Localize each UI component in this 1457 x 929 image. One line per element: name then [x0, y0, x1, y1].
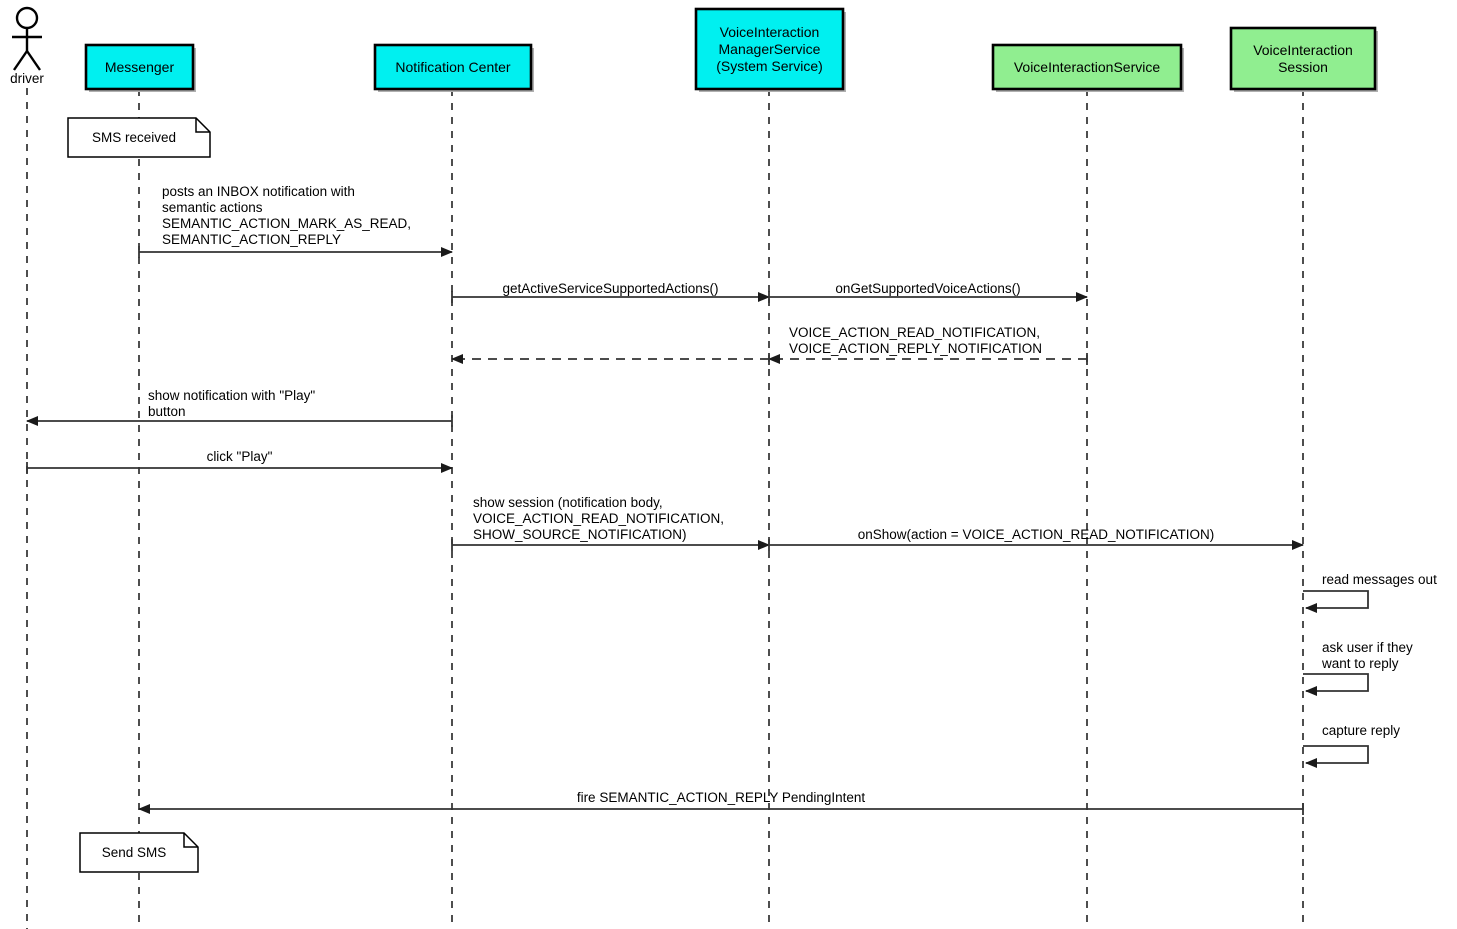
self-read-messages-out-label: read messages out: [1322, 572, 1437, 587]
note-send-sms-label: Send SMS: [101, 845, 167, 860]
self-capture-reply-label: capture reply: [1322, 723, 1401, 738]
participant-label-voice-interaction-service: VoiceInteractionService: [1013, 58, 1161, 75]
msg-show-session-label: show session (notification body, VOICE_A…: [473, 495, 725, 542]
note-sms-received: [67, 117, 211, 158]
participant-label-voice-interaction-manager-service: VoiceInteraction ManagerService (System …: [716, 23, 823, 74]
msg-show-notification-with-play-button-label: show notification with "Play" button: [148, 388, 316, 419]
self-ask-user-if-they-want-to-reply[interactable]: [1303, 673, 1369, 696]
participant-label-voice-interaction-session: VoiceInteraction Session: [1253, 41, 1353, 75]
actor-label-driver: driver: [10, 71, 44, 86]
self-message-arrows-group: [1303, 590, 1369, 768]
self-ask-user-if-they-want-to-reply-label: ask user if they want to reply: [1322, 640, 1413, 671]
actor-figure-part: [26, 50, 41, 71]
note-sms-received-label: SMS received: [91, 130, 177, 145]
actor-shape-group: [12, 6, 42, 71]
note-sms-received-fold: [195, 118, 210, 133]
msg-on-get-supported-voice-actions-label: onGetSupportedVoiceActions(): [835, 281, 1021, 296]
msg-on-show-label: onShow(action = VOICE_ACTION_READ_NOTIFI…: [857, 527, 1215, 542]
participant-box-messenger[interactable]: [84, 43, 195, 91]
note-send-sms: [79, 832, 199, 873]
lifelines-group: [26, 88, 1304, 929]
participant-label-notification-center: Notification Center: [395, 58, 511, 75]
participant-label-messenger: Messenger: [104, 58, 175, 75]
participant-box-voice-interaction-session[interactable]: [1229, 26, 1377, 91]
note-send-sms-fold: [183, 833, 198, 848]
self-read-messages-out[interactable]: [1303, 590, 1369, 613]
participant-box-voice-interaction-service[interactable]: [991, 43, 1183, 91]
actor-figure-part: [13, 50, 28, 71]
participant-boxes-group: [84, 7, 1378, 92]
participant-box-voice-interaction-manager-service[interactable]: [694, 7, 845, 91]
notes-group: [67, 117, 211, 873]
actor-figure-part: [15, 6, 39, 30]
message-arrows-group: [26, 246, 1304, 815]
msg-fire-semantic-action-reply-pending-intent-label: fire SEMANTIC_ACTION_REPLY PendingIntent: [576, 790, 866, 805]
self-capture-reply[interactable]: [1303, 745, 1369, 768]
participant-box-notification-center[interactable]: [373, 43, 533, 91]
msg-post-inbox-notification-label: posts an INBOX notification with semanti…: [162, 184, 412, 247]
msg-return-voice-actions-label: VOICE_ACTION_READ_NOTIFICATION, VOICE_AC…: [789, 325, 1043, 356]
msg-click-play-label: click "Play": [206, 449, 273, 464]
msg-get-active-service-supported-actions-label: getActiveServiceSupportedActions(): [502, 281, 719, 296]
